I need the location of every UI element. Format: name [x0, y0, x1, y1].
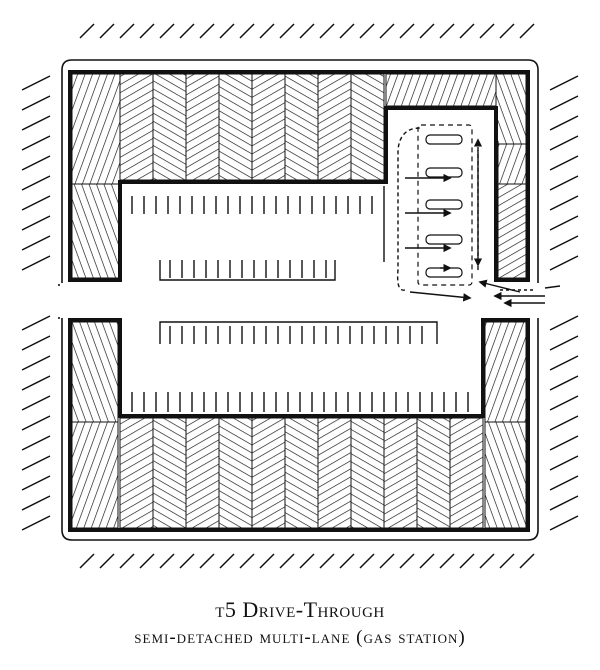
circulation-arrows	[396, 127, 561, 308]
figure-subtitle: semi-detached multi-lane (gas station)	[134, 627, 466, 648]
upper-building-hatching	[68, 70, 530, 282]
lower-building-hatching	[68, 318, 530, 532]
street-hatching	[21, 23, 579, 569]
site-plan-drawing	[21, 23, 579, 569]
sidewalk-outline	[58, 59, 539, 541]
drive-through-canopy	[417, 124, 473, 286]
parking-stalls	[131, 186, 469, 412]
figure-title: t5 Drive-Through	[215, 597, 385, 622]
